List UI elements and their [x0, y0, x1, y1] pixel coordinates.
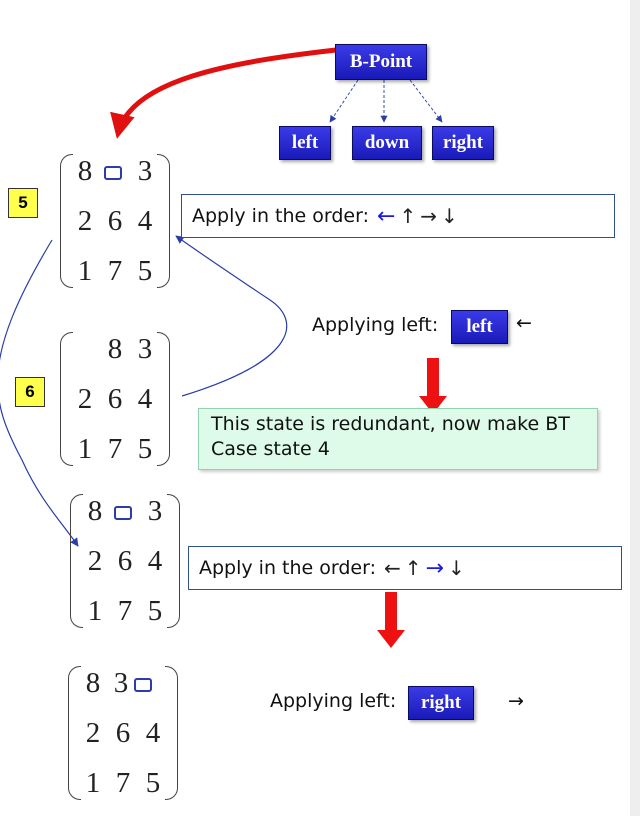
- down-arrow-icon: ↓: [440, 204, 458, 228]
- cell: 1: [77, 433, 93, 465]
- cell: 4: [147, 545, 163, 577]
- cell: 8: [77, 155, 93, 187]
- cell: 3: [113, 667, 129, 699]
- cell: 4: [145, 717, 161, 749]
- cell: 6: [115, 717, 131, 749]
- cell: 6: [107, 205, 123, 237]
- cell: 8: [87, 495, 103, 527]
- order-rule-text: Apply in the order:: [192, 205, 369, 227]
- cell: 5: [137, 433, 153, 465]
- cell: 2: [77, 383, 93, 415]
- cell: 5: [145, 767, 161, 799]
- right-arrow-icon: →: [508, 690, 524, 712]
- left-arrow-icon: ←: [516, 312, 532, 334]
- cell: 4: [137, 383, 153, 415]
- cell: 2: [85, 717, 101, 749]
- step-badge-5: 5: [8, 188, 38, 218]
- tree-edge-right: [409, 79, 443, 123]
- blank-tile-icon: [114, 506, 132, 520]
- cell: 1: [77, 255, 93, 287]
- cell: 3: [137, 155, 153, 187]
- cell: 1: [87, 595, 103, 627]
- cell: 7: [107, 433, 123, 465]
- redundant-state-note: This state is redundant, now make BT Cas…: [198, 408, 598, 470]
- matrix-state-4: 8 3 2 6 4 1 7 5: [68, 664, 178, 802]
- matrix-state-1: 8 3 2 6 4 1 7 5: [60, 152, 170, 290]
- cell: 2: [77, 205, 93, 237]
- cell: 7: [115, 767, 131, 799]
- note-line-2: Case state 4: [211, 438, 330, 460]
- blank-tile-icon: [104, 166, 122, 180]
- matrix-state-2: 8 3 2 6 4 1 7 5: [60, 330, 170, 468]
- right-edge-strip: [630, 0, 640, 816]
- down-arrow-icon: ↓: [447, 556, 465, 580]
- cell: 7: [107, 255, 123, 287]
- red-down-arrow-icon: [377, 592, 405, 648]
- b-point-node: B-Point: [335, 44, 427, 80]
- cell: 2: [87, 545, 103, 577]
- cell: 7: [117, 595, 133, 627]
- applying-right-button: right: [408, 686, 474, 720]
- backtrack-curve: [175, 235, 288, 397]
- blank-tile-icon: [134, 678, 152, 692]
- note-line-1: This state is redundant, now make BT: [211, 413, 570, 435]
- down-node: down: [352, 126, 422, 160]
- applying-left-button: left: [451, 310, 508, 344]
- up-arrow-icon: ↑: [399, 204, 417, 228]
- cell: 6: [117, 545, 133, 577]
- left-arrow-icon: ←: [377, 203, 396, 229]
- tree-edge-left: [329, 79, 359, 123]
- order-rule-box-1: Apply in the order: ← ↑ → ↓: [181, 194, 615, 238]
- left-side-curve: [0, 239, 79, 547]
- up-arrow-icon: ↑: [404, 556, 422, 580]
- cell: 4: [137, 205, 153, 237]
- cell: 6: [107, 383, 123, 415]
- cell: 8: [107, 333, 123, 365]
- step-badge-6: 6: [15, 377, 45, 407]
- applying-label-2: Applying left:: [270, 690, 397, 712]
- right-arrow-icon: →: [420, 204, 437, 228]
- order-rule-box-2: Apply in the order: ← ↑ → ↓: [188, 546, 622, 590]
- red-curved-arrow: [110, 47, 337, 139]
- matrix-state-3: 8 3 2 6 4 1 7 5: [70, 492, 180, 630]
- applying-label-1: Applying left:: [312, 314, 439, 336]
- red-down-arrow-icon: [419, 358, 447, 414]
- right-arrow-icon: →: [425, 555, 444, 581]
- cell: 5: [147, 595, 163, 627]
- left-node: left: [279, 126, 331, 160]
- order-rule-text: Apply in the order:: [199, 557, 376, 579]
- cell: 3: [137, 333, 153, 365]
- cell: 1: [85, 767, 101, 799]
- left-arrow-icon: ←: [384, 556, 401, 580]
- right-node: right: [432, 126, 494, 160]
- cell: 8: [85, 667, 101, 699]
- cell: 5: [137, 255, 153, 287]
- cell: 3: [147, 495, 163, 527]
